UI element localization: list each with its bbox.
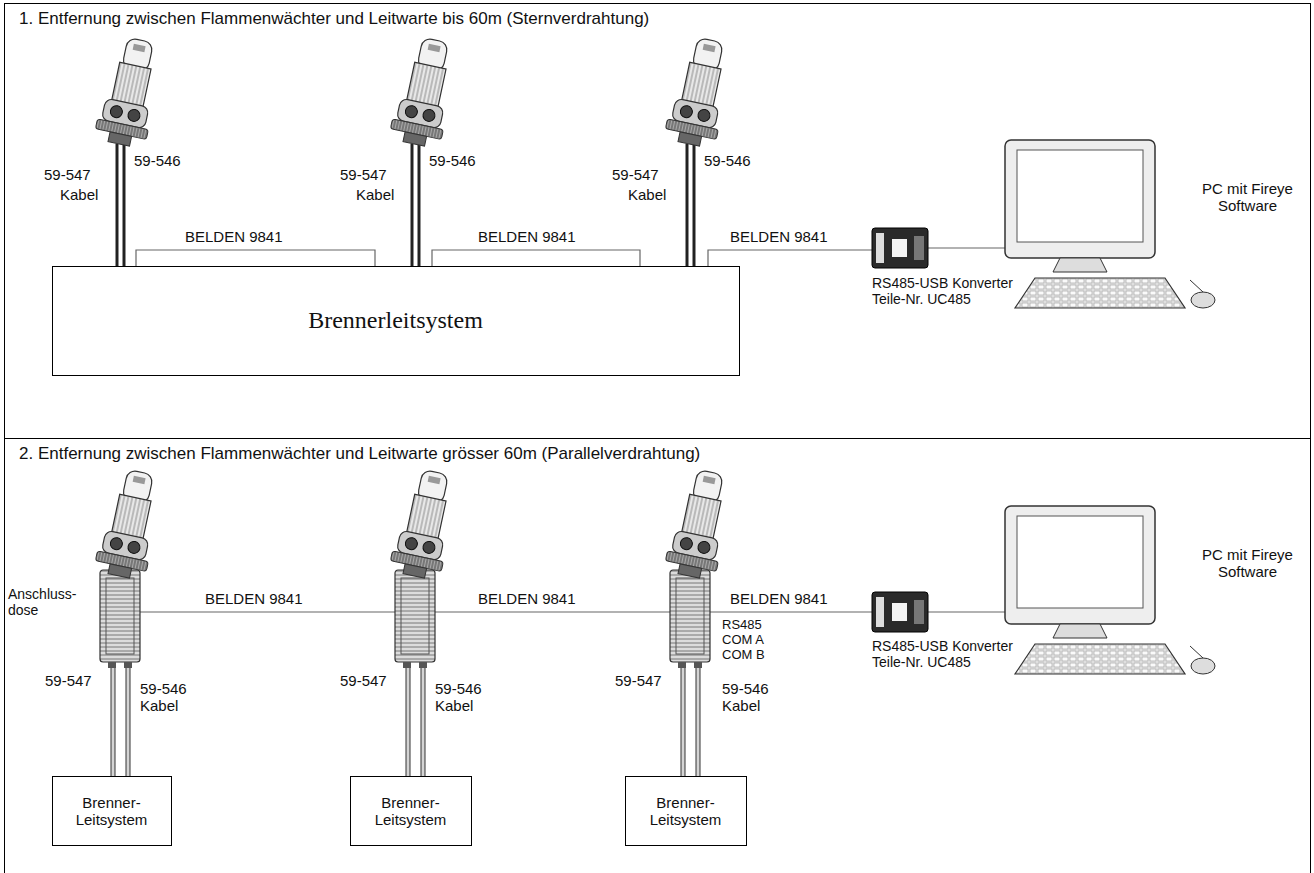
flame-scanner <box>93 35 166 149</box>
scanner-cable <box>117 144 694 266</box>
cable-number: 59-547 <box>340 166 387 183</box>
flame-scanner <box>388 35 461 149</box>
cable-type: BELDEN 9841 <box>185 228 283 245</box>
converter-label: RS485-USB Konverter Teile-Nr. UC485 <box>872 275 1032 307</box>
signal-name: RS485 COM A COM B <box>722 618 777 663</box>
cable-type: BELDEN 9841 <box>478 228 576 245</box>
cable-number: 59-546 Kabel <box>722 680 778 715</box>
pc-computer <box>1005 140 1215 308</box>
cable-type: BELDEN 9841 <box>730 590 828 607</box>
cable-number: 59-546 <box>134 152 181 169</box>
control-system-box: Brenner- Leitsystem <box>350 776 472 846</box>
flame-scanner <box>663 35 736 149</box>
cable-number: 59-547 <box>44 166 91 183</box>
cable-note: Kabel <box>60 186 98 203</box>
cable-type: BELDEN 9841 <box>205 590 303 607</box>
cable-number: 59-546 Kabel <box>435 680 491 715</box>
control-system-box: Brennerleitsystem <box>52 266 740 376</box>
flame-scanner <box>388 467 461 581</box>
cable-note: Kabel <box>356 186 394 203</box>
cable-number: 59-547 <box>615 672 662 689</box>
usb-converter <box>872 592 928 632</box>
cable-number: 59-547 <box>612 166 659 183</box>
panel-band: Brennerleitsystem 1. Entfernung zwischen … <box>4 3 1311 439</box>
cable-number: 59-547 <box>45 672 92 689</box>
pc-computer <box>1005 506 1215 674</box>
cable-type: BELDEN 9841 <box>730 228 828 245</box>
junction-box-label: Anschluss- dose <box>8 586 88 618</box>
usb-converter <box>872 228 928 268</box>
cable-number: 59-547 <box>340 672 387 689</box>
panel-band: Brenner- Leitsystem Brenner- Leitsystem Br… <box>4 438 1311 873</box>
box-label: Brennerleitsystem <box>308 307 483 334</box>
scanner-cable <box>113 668 698 776</box>
pc-label: PC mit Fireye Software <box>1190 180 1305 215</box>
panel-title: 2. Entfernung zwischen Flammenwächter un… <box>19 444 1310 464</box>
converter-label: RS485-USB Konverter Teile-Nr. UC485 <box>872 638 1032 670</box>
box-label: Brenner- Leitsystem <box>632 794 740 828</box>
box-label: Brenner- Leitsystem <box>59 794 165 828</box>
box-label: Brenner- Leitsystem <box>357 794 465 828</box>
control-system-box: Brenner- Leitsystem <box>625 776 747 846</box>
junction-box <box>100 570 140 668</box>
cable-number: 59-546 Kabel <box>140 680 196 715</box>
cable-note: Kabel <box>628 186 666 203</box>
cable-type: BELDEN 9841 <box>478 590 576 607</box>
cable-number: 59-546 <box>429 152 476 169</box>
flame-scanner <box>663 467 736 581</box>
junction-box <box>670 570 710 668</box>
junction-box <box>395 570 435 668</box>
flame-scanner <box>93 467 166 581</box>
panel-title: 1. Entfernung zwischen Flammenwächter un… <box>19 9 1310 29</box>
cable-number: 59-546 <box>704 152 751 169</box>
pc-label: PC mit Fireye Software <box>1190 546 1305 581</box>
control-system-box: Brenner- Leitsystem <box>52 776 172 846</box>
